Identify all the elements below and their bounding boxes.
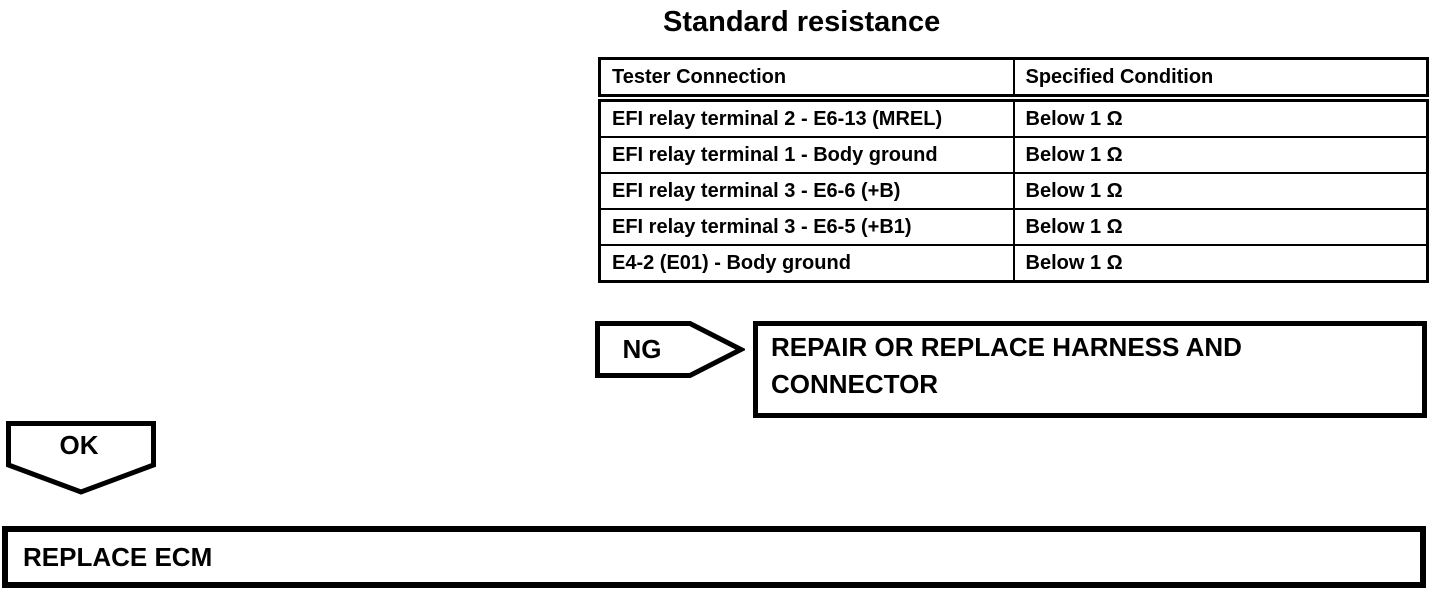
ok-label: OK bbox=[59, 430, 99, 460]
table-header-row: Tester Connection Specified Condition bbox=[598, 57, 1429, 102]
table-header-tester-connection: Tester Connection bbox=[598, 57, 1015, 102]
ng-action-text: REPAIR OR REPLACE HARNESS AND CONNECTOR bbox=[771, 332, 1242, 399]
page-title: Standard resistance bbox=[663, 6, 941, 38]
ng-label: NG bbox=[622, 334, 662, 364]
table-row: EFI relay terminal 2 - E6-13 (MREL) Belo… bbox=[598, 97, 1429, 138]
ok-action-box: REPLACE ECM bbox=[2, 526, 1426, 588]
ng-connector: NG bbox=[595, 321, 745, 378]
tester-connection-cell: E4-2 (E01) - Body ground bbox=[598, 244, 1015, 283]
resistance-table: Tester Connection Specified Condition EF… bbox=[598, 57, 1429, 283]
tester-connection-cell: EFI relay terminal 3 - E6-6 (+B) bbox=[598, 172, 1015, 210]
specified-condition-cell: Below 1 Ω bbox=[1012, 136, 1429, 174]
table-header-specified-condition: Specified Condition bbox=[1012, 57, 1429, 102]
ok-action-text: REPLACE ECM bbox=[23, 541, 213, 572]
tester-connection-cell: EFI relay terminal 3 - E6-5 (+B1) bbox=[598, 208, 1015, 246]
ok-arrow-icon bbox=[6, 421, 156, 495]
specified-condition-cell: Below 1 Ω bbox=[1012, 244, 1429, 283]
tester-connection-cell: EFI relay terminal 2 - E6-13 (MREL) bbox=[598, 97, 1015, 138]
table-row: EFI relay terminal 3 - E6-6 (+B) Below 1… bbox=[598, 172, 1429, 210]
table-row: EFI relay terminal 1 - Body ground Below… bbox=[598, 136, 1429, 174]
ng-action-box: REPAIR OR REPLACE HARNESS AND CONNECTOR bbox=[753, 321, 1427, 418]
table-row: EFI relay terminal 3 - E6-5 (+B1) Below … bbox=[598, 208, 1429, 246]
specified-condition-cell: Below 1 Ω bbox=[1012, 172, 1429, 210]
table-row: E4-2 (E01) - Body ground Below 1 Ω bbox=[598, 244, 1429, 283]
ok-connector: OK bbox=[6, 421, 156, 496]
ng-arrow-icon bbox=[595, 321, 745, 378]
specified-condition-cell: Below 1 Ω bbox=[1012, 97, 1429, 138]
specified-condition-cell: Below 1 Ω bbox=[1012, 208, 1429, 246]
tester-connection-cell: EFI relay terminal 1 - Body ground bbox=[598, 136, 1015, 174]
